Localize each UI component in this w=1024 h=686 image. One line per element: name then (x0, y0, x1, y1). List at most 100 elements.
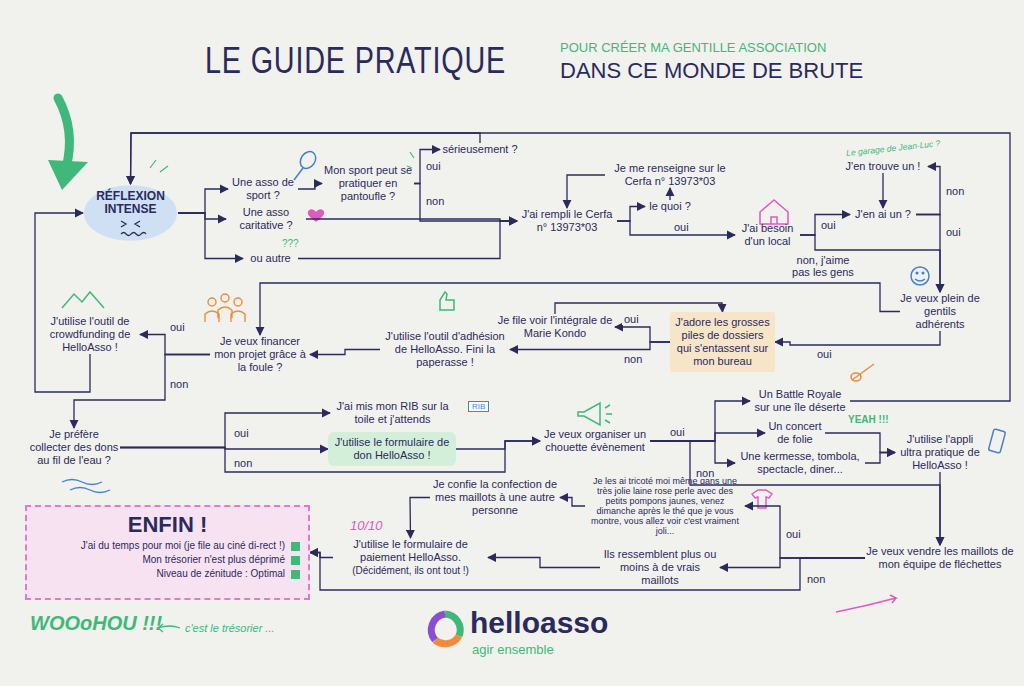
flow-arrow (939, 472, 940, 545)
logo-tagline: agir ensemble (472, 642, 554, 657)
flow-arrow (298, 221, 517, 259)
step-text: Je confie la confection de mes maillots … (430, 478, 560, 517)
step-text: J'utilise l'appli ultra pratique de Hell… (895, 433, 985, 472)
note: Le garage de Jean-Luc ? (846, 138, 941, 158)
step-text: J'adore les grosses piles de dossiers qu… (674, 316, 771, 368)
flow-arrow (775, 331, 940, 345)
edge-label: oui (622, 313, 641, 325)
step-text: J'ai du temps pour moi (je file au ciné … (35, 539, 300, 553)
start-ellipse: RÉFLEXION INTENSE (83, 184, 178, 242)
edge-label: oui (944, 226, 963, 238)
edge-label: oui (168, 321, 187, 333)
flow-step: J'ai besoin d'un local (735, 222, 800, 248)
step-text: Un Battle Royale sur une île déserte (750, 388, 850, 414)
flow-arrow (410, 498, 430, 539)
flow-step: Je veux organiser un chouette évènement (540, 428, 650, 454)
step-text: sérieusement ? (440, 143, 520, 156)
flow-arrow (800, 215, 850, 236)
flow-step: J'utilise le formulaire de paiement Hell… (333, 538, 488, 577)
flow-arrow (882, 173, 883, 208)
step-text: J'utilise l'outil d'adhésion de HelloAss… (380, 330, 510, 369)
flow-arrow (178, 189, 228, 213)
flow-arrow (510, 342, 670, 350)
smiley-icon (911, 267, 929, 285)
flow-step: Je veux financer mon projet grâce à la f… (210, 335, 310, 374)
flow-step: Une asso caritative ? (226, 206, 306, 232)
edge-label: oui (232, 427, 251, 439)
megaphone-icon (578, 403, 612, 425)
flow-step: Je me renseigne sur le Cerfa n° 13973*03 (605, 162, 735, 188)
step-text: ou autre (243, 252, 298, 265)
start-arrow-head (48, 160, 88, 190)
note: c'est le trésorier ... (185, 622, 275, 634)
flow-arrow (488, 558, 600, 568)
step-text: Ils ressemblent plus ou moins à de vrais… (600, 548, 720, 587)
step-text: Une asso caritative ? (226, 206, 306, 232)
step-text: J'utilise le formulaire de paiement Hell… (333, 538, 488, 564)
edge-label: oui (815, 348, 834, 360)
start-arrow (58, 98, 69, 168)
step-text: Je veux organiser un chouette évènement (540, 428, 650, 454)
step-text: Je veux financer mon projet grâce à la f… (210, 335, 310, 374)
subtitle: DANS CE MONDE DE BRUTE (560, 58, 863, 84)
flow-step: sérieusement ? (440, 143, 520, 156)
flow-arrow (306, 219, 517, 221)
exclamation: WOOoHOU !!! (30, 612, 162, 635)
flow-arrow (178, 213, 226, 219)
flow-arrow (140, 335, 210, 355)
flow-arrow (310, 350, 380, 355)
edge-label: oui (668, 426, 687, 438)
flow-arrow (650, 441, 735, 463)
dart-icon (836, 595, 896, 612)
step-text: Une asso de sport ? (228, 176, 298, 202)
logo-text: helloasso (470, 606, 608, 640)
flow-arrow (35, 213, 90, 392)
edge-label: oui (424, 160, 443, 172)
flow-arrow (916, 167, 940, 215)
flow-step: Ils ressemblent plus ou moins à de vrais… (600, 548, 720, 587)
edge-label: non (622, 353, 644, 365)
step-text: J'utilise l'outil de crowdfunding de Hel… (40, 315, 140, 354)
step-text: J'ai rempli le Cerfa n° 13973*03 (517, 208, 617, 234)
step-text: RÉFLEXION INTENSE (83, 190, 178, 216)
racket-icon (294, 149, 319, 180)
flow-arrow (178, 213, 243, 259)
flow-arrow (617, 207, 645, 222)
flow-step: Mon sport peut se pratiquer en pantoufle… (322, 164, 414, 203)
flow-step: Je les ai tricoté moi même dans une très… (585, 476, 745, 536)
flow-arrow (669, 188, 670, 200)
flow-step: J'ai rempli le Cerfa n° 13973*03 (517, 208, 617, 234)
step-text: Un concert de folie (765, 420, 825, 446)
flow-arrow (131, 133, 481, 184)
helloasso-box: J'utilise le formulaire de don HelloAsso… (328, 432, 456, 466)
flow-arrow (131, 133, 1011, 401)
step-text: J'en trouve un ! (838, 160, 928, 173)
crowd-icon (205, 294, 245, 322)
edge-label: non, j'aime pas les gens (785, 254, 861, 278)
flow-step: Je confie la confection de mes maillots … (430, 478, 560, 517)
step-text: Je préfère collecter des dons au fil de … (28, 428, 120, 467)
mountain-icon (62, 292, 104, 308)
edge-label: oui (672, 221, 691, 233)
step-text: Mon trésorier n'est plus déprimé (35, 553, 300, 567)
house-icon (760, 200, 788, 224)
flow-arrow (567, 175, 605, 208)
phone-icon (988, 429, 1005, 453)
flow-arrow (745, 506, 865, 558)
flow-step: J'utilise l'appli ultra pratique de Hell… (895, 433, 985, 472)
flow-arrow (310, 553, 333, 558)
flow-step: Une kermesse, tombola, spectacle, diner.… (735, 450, 865, 476)
step-text: J'ai mis mon RIB sur la toile et j'atten… (330, 400, 455, 426)
flow-step: J'en trouve un ! (838, 160, 928, 173)
step-text: J'utilise le formulaire de don HelloAsso… (332, 436, 452, 462)
fish-icon (62, 480, 110, 493)
edge-label: non (232, 457, 254, 469)
tshirt-icon (752, 490, 772, 508)
step-text: J'en ai un ? (850, 208, 916, 221)
guitar-icon (851, 364, 874, 381)
step-text: Je les ai tricoté moi même dans une très… (585, 476, 745, 536)
score-note: 10/10 (350, 518, 383, 533)
flow-arrow (560, 498, 585, 507)
flow-arrow (120, 413, 330, 448)
